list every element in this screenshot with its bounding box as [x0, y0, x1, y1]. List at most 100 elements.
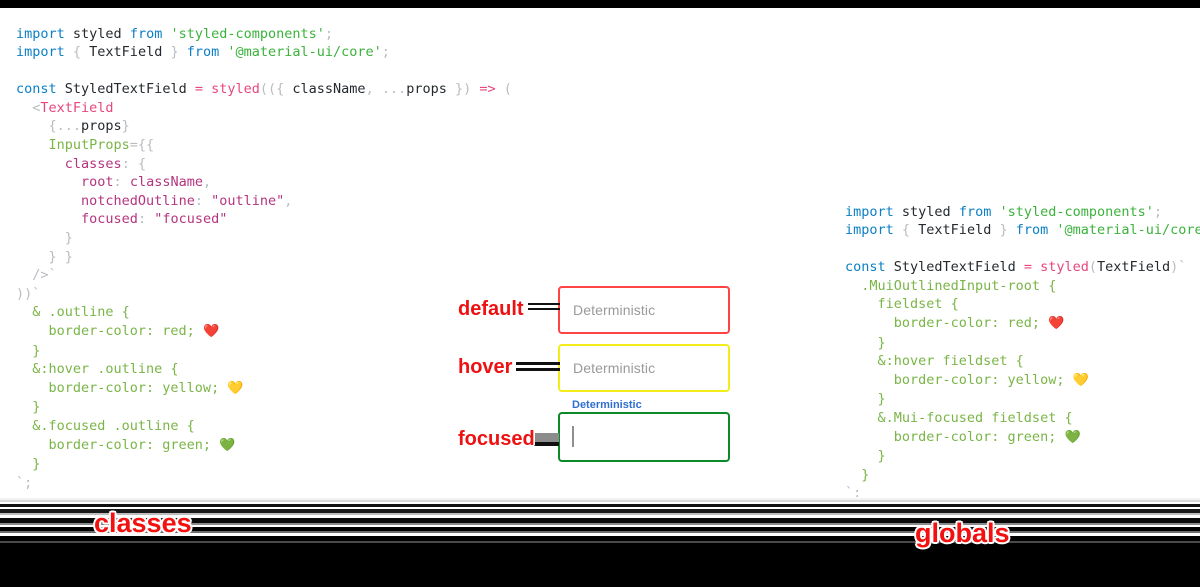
code-token: 💛: [1072, 372, 1089, 388]
code-token: from: [1015, 222, 1057, 239]
textfield-default-placeholder: Deterministic: [573, 302, 656, 318]
band-stripe: [0, 502, 1200, 504]
code-token: & .outline {: [16, 304, 130, 321]
code-token: } }: [16, 248, 73, 265]
code-token: <: [16, 99, 41, 116]
code-token: import: [845, 222, 902, 239]
code-line: .MuiOutlinedInput-root {: [845, 278, 1056, 294]
band-stripe: [0, 541, 1200, 543]
code-line: }: [845, 448, 886, 464]
code-token: }: [16, 342, 41, 359]
caption-globals: globals: [915, 518, 1010, 548]
code-token: classes: [64, 155, 122, 172]
code-token: styled: [211, 81, 260, 98]
code-token: border-color: red;: [16, 323, 203, 339]
band-stripe: [0, 497, 1200, 498]
pointer-rule-hover: [516, 362, 560, 371]
code-token: border-color: green;: [16, 436, 220, 453]
code-token: {: [276, 81, 293, 98]
code-token: }): [446, 81, 480, 98]
code-token: from: [958, 203, 1000, 220]
code-line: } }: [16, 249, 73, 265]
code-token: [16, 193, 81, 209]
textfield-focused-fieldset: [558, 412, 730, 462]
code-token: )`: [1170, 259, 1187, 276]
code-line: ))`: [16, 286, 40, 302]
code-token: }: [845, 391, 886, 408]
code-token: }: [16, 456, 41, 473]
code-token: "outline": [211, 192, 285, 209]
code-token: styled: [1040, 259, 1089, 276]
code-token: styled: [901, 203, 959, 220]
code-token: notchedOutline: [81, 192, 195, 209]
code-token: root: [81, 174, 114, 191]
code-line: fieldset {: [845, 296, 959, 312]
band-stripe: [0, 507, 1200, 509]
code-token: props: [81, 118, 122, 135]
code-line: border-color: red; ❤️: [845, 315, 1065, 331]
code-token: =: [1023, 259, 1041, 276]
code-line: const StyledTextField = styled(({ classN…: [16, 81, 512, 97]
textfield-focused[interactable]: Deterministic: [558, 400, 730, 462]
code-line: <TextField: [16, 99, 114, 116]
band-stripe: [0, 498, 1200, 500]
code-token: fieldset {: [845, 296, 959, 313]
code-line: focused: "focused": [16, 211, 227, 227]
code-line: [845, 241, 853, 257]
code-token: import: [16, 44, 73, 61]
code-line: import { TextField } from '@material-ui/…: [16, 44, 390, 60]
code-token: className: [129, 174, 203, 191]
code-line: root: className,: [16, 174, 211, 190]
code-token: &.focused .outline {: [16, 417, 195, 434]
code-token: '@material-ui/core': [227, 44, 382, 61]
top-black-bar: [0, 0, 1200, 8]
code-line: &:hover .outline {: [16, 361, 178, 377]
code-token: :: [137, 211, 155, 228]
pointer-rule-default: [528, 303, 560, 310]
code-token: from: [186, 44, 228, 61]
code-line: border-color: yellow; 💛: [16, 380, 244, 396]
code-token: =>: [479, 81, 504, 98]
code-token: ={{: [129, 137, 155, 154]
code-line: border-color: green; 💚: [845, 429, 1081, 445]
textfield-default[interactable]: Deterministic: [558, 286, 730, 334]
code-token: const: [16, 81, 65, 98]
code-token: 'styled-components': [999, 203, 1154, 220]
code-line: }: [845, 335, 886, 351]
textfield-hover[interactable]: Deterministic: [558, 344, 730, 392]
code-line: InputProps={{: [16, 137, 155, 154]
code-line: &.focused .outline {: [16, 418, 195, 434]
code-token: />`: [16, 267, 57, 284]
code-line: import styled from 'styled-components';: [845, 204, 1162, 220]
code-token: ,: [284, 192, 293, 209]
code-token: .MuiOutlinedInput-root {: [845, 277, 1057, 294]
code-token: '@material-ui/core': [1056, 222, 1200, 239]
code-token: styled: [72, 25, 130, 42]
code-token: }: [845, 448, 886, 465]
code-line: `;: [16, 475, 32, 491]
state-label-hover: hover: [458, 356, 513, 378]
text-caret-icon: [572, 426, 574, 447]
code-line: }: [845, 391, 886, 407]
code-line: {...props}: [16, 118, 130, 134]
code-token: }: [16, 399, 41, 416]
code-line: classes: {: [16, 156, 146, 172]
code-token: (: [1088, 259, 1098, 276]
band-stripe: [0, 543, 1200, 587]
code-token: &.Mui-focused fieldset {: [845, 410, 1073, 427]
code-token: className: [292, 81, 366, 98]
band-stripe: [0, 531, 1200, 533]
code-token: }: [162, 44, 187, 61]
code-token: TextField: [40, 99, 114, 116]
code-token: const: [845, 259, 894, 276]
band-stripe: [0, 513, 1200, 515]
right-code-block: import styled from 'styled-components'; …: [845, 203, 1200, 504]
band-stripe: [0, 523, 1200, 525]
code-line: }: [16, 230, 73, 246]
code-token: :: [113, 174, 130, 191]
band-stripe: [0, 504, 1200, 507]
code-token: ;: [1153, 203, 1163, 220]
code-token: (: [503, 81, 512, 98]
code-token: ))`: [16, 285, 41, 302]
code-token: }: [121, 118, 130, 135]
